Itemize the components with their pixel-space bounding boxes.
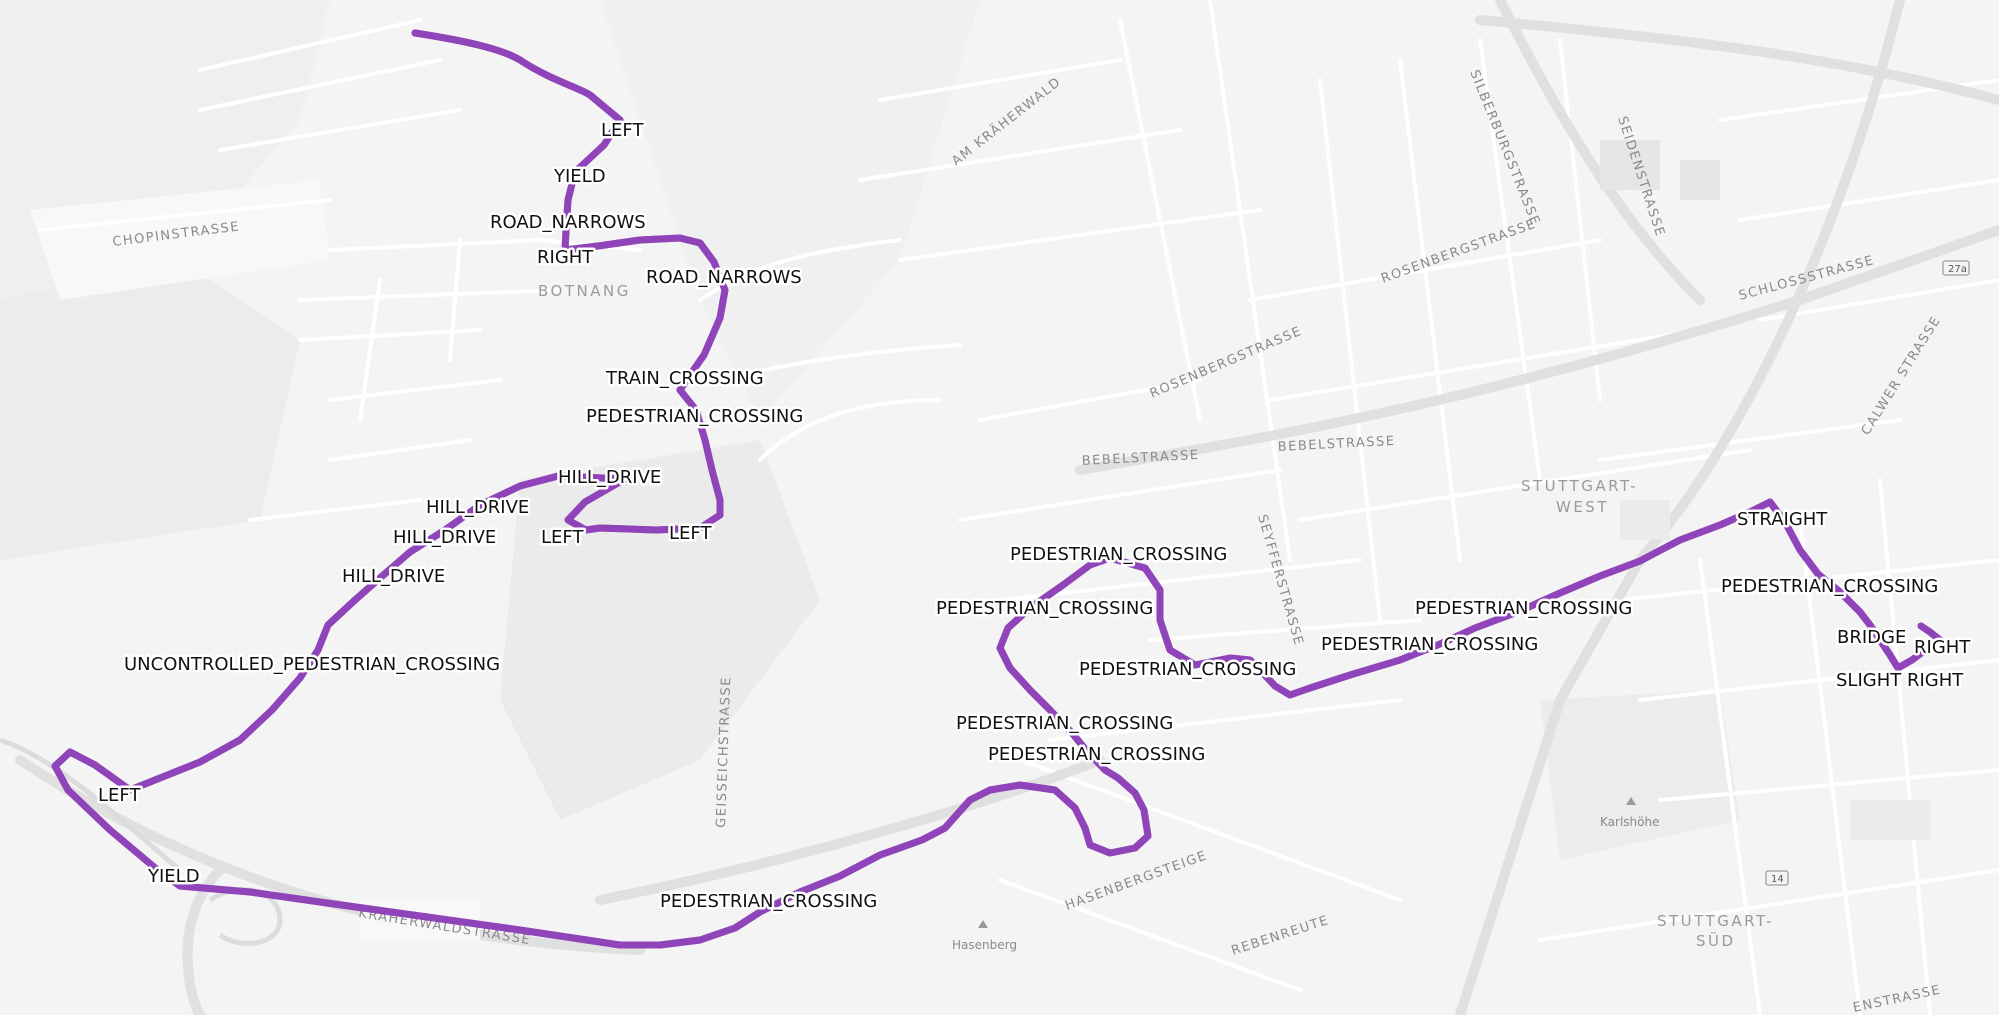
maneuver-label[interactable]: BRIDGE xyxy=(1835,625,1909,651)
poi-markers: Karlshöhe Hasenberg xyxy=(952,797,1659,952)
maneuver-label[interactable]: TRAIN_CROSSING xyxy=(603,366,767,392)
maneuver-label[interactable]: SLIGHT RIGHT xyxy=(1834,668,1967,694)
street-label-geisseichstrasse: GEISSEICHSTRASSE xyxy=(714,676,734,828)
poi-label-karlshoehe: Karlshöhe xyxy=(1600,815,1659,829)
street-label-bebelstrasse-1: BEBELSTRASSE xyxy=(1081,448,1199,469)
maneuver-label[interactable]: PEDESTRIAN_CROSSING xyxy=(658,889,880,915)
road-shields: 27a 14 xyxy=(1765,260,1970,886)
maneuver-label[interactable]: PEDESTRIAN_CROSSING xyxy=(934,596,1156,622)
maneuver-label[interactable]: HILL_DRIVE xyxy=(424,495,532,521)
peak-icon xyxy=(1626,797,1636,805)
district-label-stuttgart-sued-1: STUTTGART- xyxy=(1657,912,1774,930)
road-shield-14-label: 14 xyxy=(1771,874,1784,885)
maneuver-label[interactable]: HILL_DRIVE xyxy=(556,465,664,491)
buildings xyxy=(360,140,1930,940)
maneuver-label[interactable]: HILL_DRIVE xyxy=(391,525,499,551)
maneuver-labels: LEFT YIELD ROAD_NARROWS RIGHT ROAD_NARRO… xyxy=(96,118,1974,915)
maneuver-label[interactable]: LEFT xyxy=(96,783,144,809)
district-label-botnang: BOTNANG xyxy=(538,282,631,300)
maneuver-label[interactable]: PEDESTRIAN_CROSSING xyxy=(1719,574,1941,600)
maneuver-label[interactable]: RIGHT xyxy=(535,245,597,271)
maneuver-label[interactable]: PEDESTRIAN_CROSSING xyxy=(584,404,806,430)
maneuver-label[interactable]: LEFT xyxy=(599,118,647,144)
maneuver-label[interactable]: PEDESTRIAN_CROSSING xyxy=(1319,632,1541,658)
maneuver-label[interactable]: UNCONTROLLED_PEDESTRIAN_CROSSING xyxy=(122,652,503,678)
road-shield-27a xyxy=(1942,260,1970,276)
minor-streets xyxy=(38,0,1999,1015)
district-label-stuttgart-west-2: WEST xyxy=(1556,498,1609,516)
maneuver-label[interactable]: HILL_DRIVE xyxy=(340,564,448,590)
maneuver-label[interactable]: YIELD xyxy=(145,864,203,890)
maneuver-label[interactable]: ROAD_NARROWS xyxy=(644,265,805,291)
maneuver-label[interactable]: PEDESTRIAN_CROSSING xyxy=(1008,542,1230,568)
road-shield-27a-label: 27a xyxy=(1948,264,1967,275)
peak-icon xyxy=(978,920,988,928)
maneuver-label[interactable]: PEDESTRIAN_CROSSING xyxy=(954,711,1176,737)
route-line[interactable] xyxy=(51,29,1944,949)
maneuver-label[interactable]: LEFT xyxy=(539,525,587,551)
street-label-bebelstrasse-2: BEBELSTRASSE xyxy=(1277,434,1395,455)
road-shield-14 xyxy=(1765,870,1789,886)
maneuver-label[interactable]: PEDESTRIAN_CROSSING xyxy=(1077,657,1299,683)
maneuver-label[interactable]: PEDESTRIAN_CROSSING xyxy=(986,742,1208,768)
maneuver-label[interactable]: RIGHT xyxy=(1912,635,1974,661)
maneuver-label[interactable]: LEFT xyxy=(667,521,715,547)
district-label-stuttgart-west-1: STUTTGART- xyxy=(1521,477,1638,495)
maneuver-label[interactable]: STRAIGHT xyxy=(1735,507,1831,533)
district-labels: BOTNANG STUTTGART- WEST STUTTGART- SÜD xyxy=(538,282,1774,950)
maneuver-label[interactable]: YIELD xyxy=(551,164,609,190)
poi-label-hasenberg: Hasenberg xyxy=(952,938,1017,952)
maneuver-label[interactable]: ROAD_NARROWS xyxy=(488,210,649,236)
maneuver-label[interactable]: PEDESTRIAN_CROSSING xyxy=(1413,596,1635,622)
district-label-stuttgart-sued-2: SÜD xyxy=(1696,931,1736,950)
